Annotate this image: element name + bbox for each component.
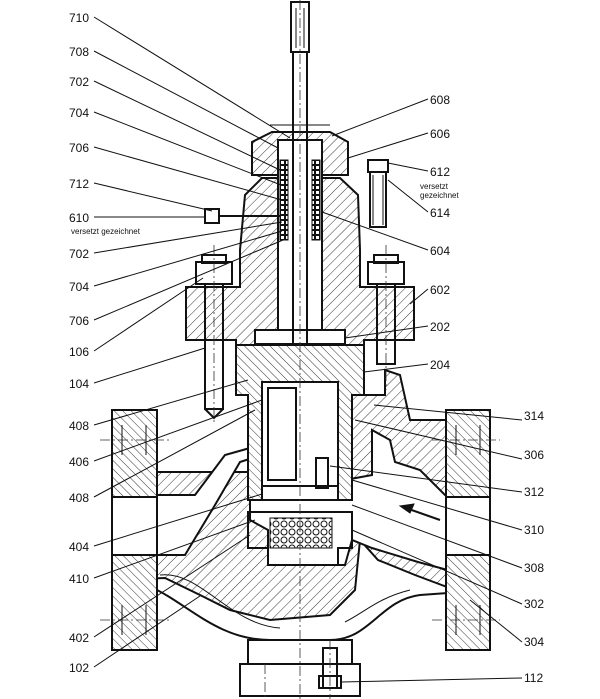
label-312: 312 — [524, 485, 544, 499]
label-406: 406 — [69, 455, 89, 469]
label-106: 106 — [69, 345, 89, 359]
label-202: 202 — [430, 320, 450, 334]
label-314: 314 — [524, 409, 544, 423]
label-308: 308 — [524, 561, 544, 575]
label-112: 112 — [524, 671, 543, 685]
note-612-line1: versetzt — [420, 182, 449, 191]
left-flange — [100, 409, 170, 651]
label-704-top: 704 — [69, 106, 89, 120]
label-704-lower: 704 — [69, 280, 89, 294]
note-612-line2: gezeichnet — [420, 191, 459, 200]
label-608: 608 — [430, 93, 450, 107]
stud-bolt-right — [367, 245, 405, 390]
label-302: 302 — [524, 597, 544, 611]
bonnet-bolt-right — [367, 159, 389, 228]
label-712: 712 — [69, 177, 89, 191]
label-408-lower: 408 — [69, 491, 89, 505]
right-labels: 608 606 612 versetzt gezeichnet 614 604 … — [321, 93, 544, 685]
label-310: 310 — [524, 523, 544, 537]
label-606: 606 — [430, 127, 450, 141]
label-706-top: 706 — [69, 141, 89, 155]
label-706-lower: 706 — [69, 314, 89, 328]
label-306: 306 — [524, 448, 544, 462]
label-402: 402 — [69, 631, 89, 645]
label-710: 710 — [69, 11, 89, 25]
label-602: 602 — [430, 283, 450, 297]
label-104: 104 — [69, 377, 89, 391]
label-702-lower: 702 — [69, 247, 89, 261]
label-604: 604 — [430, 244, 450, 258]
label-410: 410 — [69, 572, 89, 586]
label-610: 610 — [69, 211, 89, 225]
label-702-top: 702 — [69, 75, 89, 89]
label-408-top: 408 — [69, 419, 89, 433]
label-404: 404 — [69, 540, 89, 554]
label-204: 204 — [430, 358, 450, 372]
note-610: versetzt gezeichnet — [71, 227, 141, 236]
label-102: 102 — [69, 661, 89, 675]
label-614: 614 — [430, 206, 450, 220]
label-612: 612 — [430, 165, 450, 179]
stud-bolt-left — [195, 245, 233, 425]
label-304: 304 — [524, 635, 544, 649]
label-708: 708 — [69, 45, 89, 59]
left-labels: 710 708 702 704 706 712 610 versetzt gez… — [69, 11, 291, 675]
flow-direction-arrow — [398, 503, 441, 521]
